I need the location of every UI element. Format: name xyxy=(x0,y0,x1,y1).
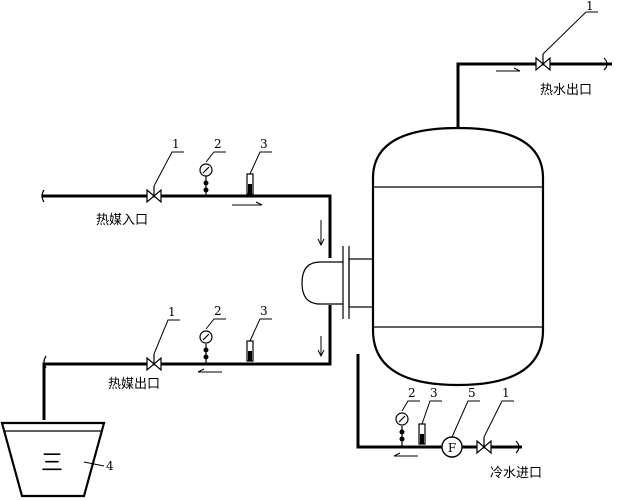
cold-water-inlet-pipe xyxy=(356,354,522,454)
label-cold-water-inlet: 冷水进口 xyxy=(490,466,542,481)
callout-valve-outlet: 1 xyxy=(168,305,176,319)
label-heat-medium-outlet: 热媒出口 xyxy=(108,377,160,392)
valve-icon xyxy=(535,54,551,72)
pressure-gauge-icon xyxy=(199,330,213,364)
thermometer-icon xyxy=(246,340,254,362)
pressure-gauge-icon xyxy=(199,163,213,196)
callout-thermometer-outlet: 3 xyxy=(260,304,268,318)
callout-thermometer-inlet: 3 xyxy=(260,137,268,151)
label-heat-medium-inlet: 热媒入口 xyxy=(96,213,148,228)
hot-water-outlet-pipe xyxy=(456,57,612,128)
callout-valve-cold-water: 1 xyxy=(502,386,510,400)
tank-level-marks: 三 xyxy=(41,451,63,476)
callout-gauge-outlet: 2 xyxy=(214,304,222,318)
flow-arrow-outlet-down xyxy=(317,336,325,358)
heat-exchanger-head xyxy=(301,246,374,319)
flow-arrow-outlet xyxy=(197,368,222,373)
label-hot-water-outlet: 热水出口 xyxy=(540,83,592,98)
callout-valve-inlet: 1 xyxy=(172,137,180,151)
drain-tank: 三 xyxy=(0,421,106,498)
flow-meter-symbol: F xyxy=(448,441,456,455)
flow-arrow-cold-water xyxy=(393,452,418,457)
valve-icon xyxy=(146,186,162,204)
thermometer-icon xyxy=(246,173,254,195)
valve-icon xyxy=(476,437,492,455)
callout-leaders xyxy=(83,11,598,467)
callout-flow-meter: 5 xyxy=(468,386,476,400)
callout-tank: 4 xyxy=(106,459,114,473)
callout-gauge-cold-water: 2 xyxy=(408,386,416,400)
flow-arrow-hot-water xyxy=(496,67,521,72)
heat-medium-outlet-pipe xyxy=(42,305,332,420)
callout-valve-hot-water: 1 xyxy=(586,0,594,13)
thermometer-icon xyxy=(418,423,426,445)
flow-arrow-inlet-down xyxy=(317,220,325,247)
storage-vessel xyxy=(371,126,545,387)
valve-icon xyxy=(146,354,162,372)
flow-arrow-inlet xyxy=(232,201,263,206)
callout-gauge-inlet: 2 xyxy=(214,137,222,151)
heat-medium-inlet-pipe xyxy=(41,189,332,258)
pressure-gauge-icon xyxy=(395,412,409,447)
callout-thermometer-cold-water: 3 xyxy=(430,386,438,400)
flow-meter-icon: F xyxy=(441,436,463,458)
